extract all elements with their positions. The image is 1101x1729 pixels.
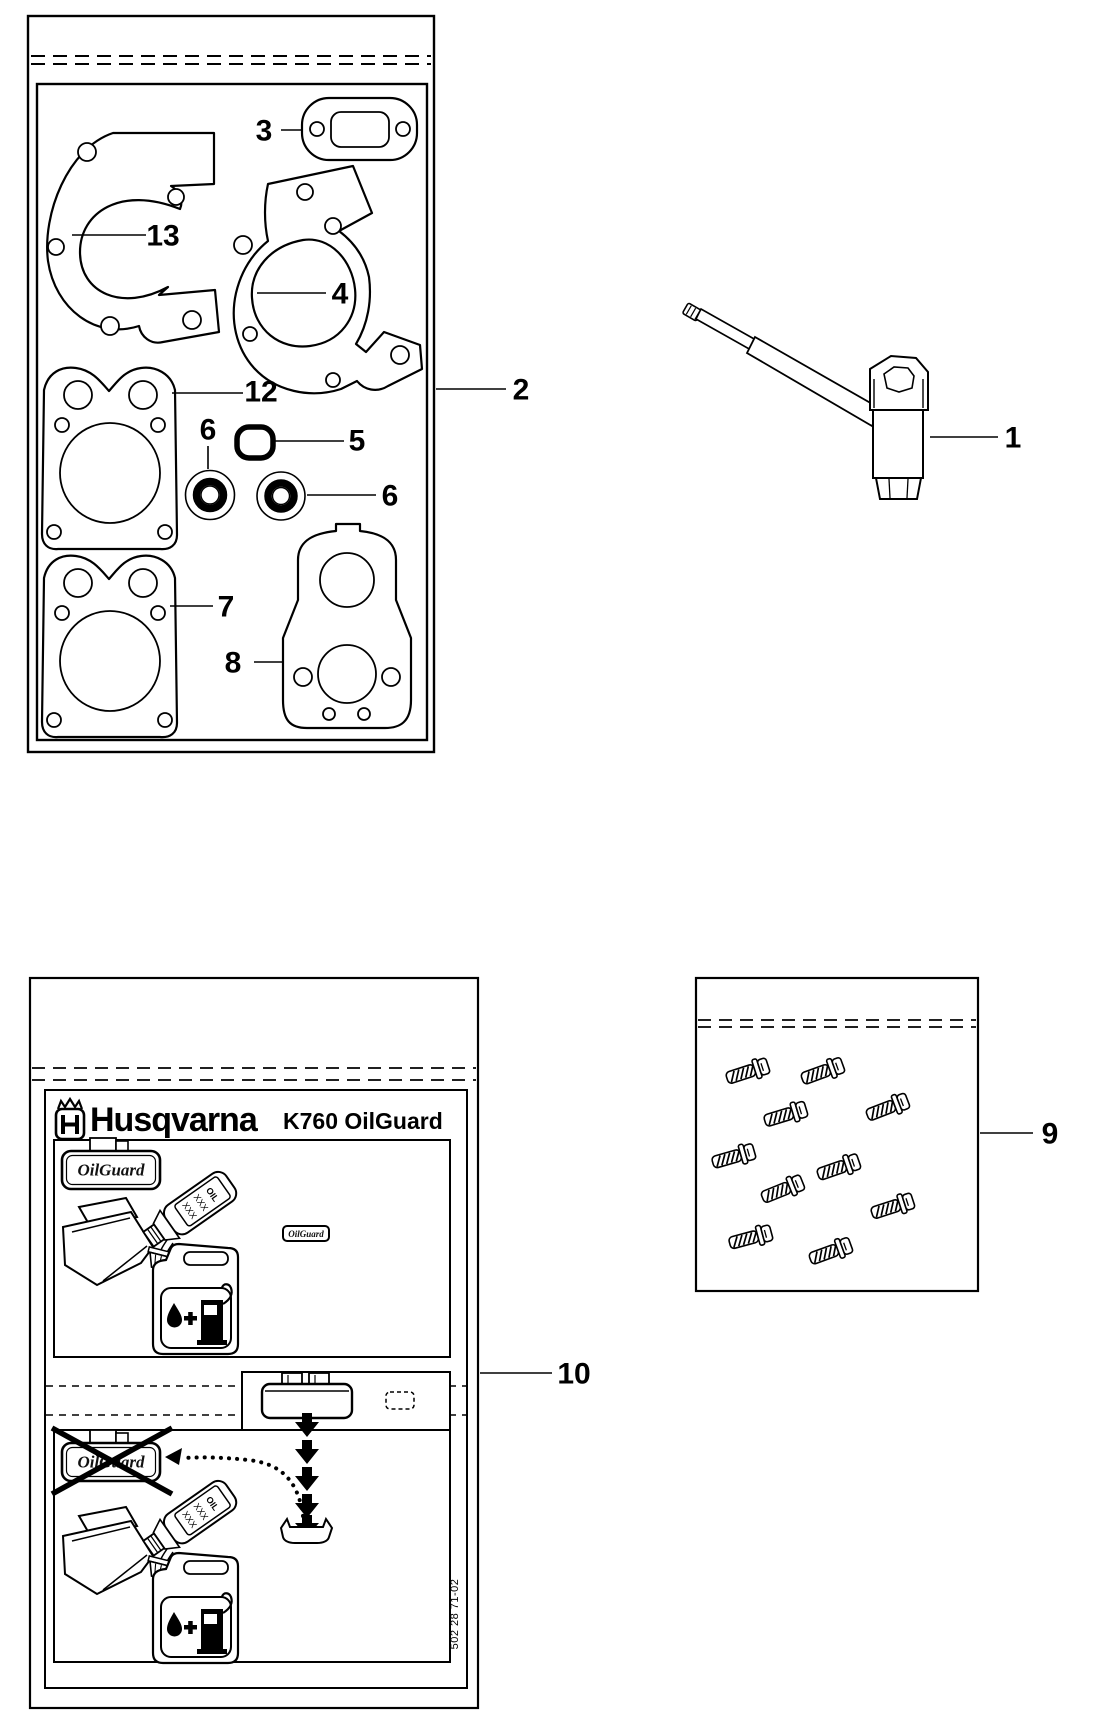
callout-3-label: 3 (256, 115, 273, 148)
callout-6-right: 6 (307, 480, 398, 513)
callout-6-left-label: 6 (200, 414, 217, 447)
oilguard-tank-label: OilGuard (60, 1137, 162, 1191)
gasket-kit-bag: 3 13 4 12 5 6 6 7 (26, 14, 436, 754)
bag-seal-dashes (698, 1019, 976, 1028)
callout-2-label: 2 (513, 374, 530, 407)
screw (814, 1150, 863, 1186)
husqvarna-logo (54, 1096, 86, 1141)
socket-head (869, 354, 929, 500)
callout-6-left: 6 (200, 414, 217, 469)
instruction-sheet (44, 1089, 468, 1689)
screw (726, 1221, 775, 1254)
socket-wrench (682, 302, 929, 500)
callout-1-label: 1 (1005, 422, 1022, 455)
callout-9-label: 9 (1042, 1118, 1059, 1151)
kit-inner-frame (35, 82, 429, 742)
oilguard-small-label: OilGuard (282, 1225, 330, 1242)
pour-scene-bottom (61, 1475, 242, 1665)
screw (797, 1054, 847, 1090)
callout-4-label: 4 (332, 278, 349, 311)
oil-seal-left (184, 469, 236, 521)
carburetor-gasket (281, 522, 413, 730)
cylinder-gasket-lower (40, 554, 179, 739)
callout-13: 13 (72, 220, 180, 253)
callout-12: 12 (172, 376, 278, 409)
sheet-header: Husqvarna K760 OilGuard (54, 1096, 443, 1141)
crankcase-gasket-right (232, 164, 424, 395)
screw-bag (694, 976, 980, 1293)
callout-5: 5 (275, 425, 365, 458)
callout-7: 7 (170, 591, 234, 624)
cross-out-x (50, 1425, 174, 1497)
crossed-oilguard-label: OilGuard (50, 1425, 174, 1497)
down-arrows (295, 1413, 319, 1537)
sheet-part-number: 502 28 71-02 (449, 1579, 461, 1650)
oilguard-package: Husqvarna K760 OilGuard OilGuard OilGuar… (28, 976, 480, 1710)
seal-ring-small (234, 424, 276, 461)
brand-wordmark: Husqvarna (90, 1101, 259, 1139)
dashed-slot (385, 1391, 415, 1410)
panel-bottom (53, 1429, 451, 1663)
oilguard-small-label-text: OilGuard (288, 1229, 324, 1239)
callout-10: 10 (480, 1358, 591, 1391)
callout-3: 3 (256, 115, 302, 148)
muffler-gasket (300, 96, 419, 162)
bag-outline (694, 976, 980, 1293)
callout-2: 2 (436, 374, 529, 407)
callout-13-label: 13 (146, 220, 179, 253)
arrowhead (165, 1448, 182, 1465)
bag-outline (26, 14, 436, 754)
oilguard-tank (260, 1372, 354, 1420)
bag-outline (28, 976, 480, 1710)
shaft-thick (745, 335, 883, 428)
callout-8: 8 (225, 647, 283, 680)
drip-tray (279, 1516, 334, 1544)
pour-scene-top (61, 1166, 242, 1356)
screw (761, 1098, 810, 1132)
tank-box (241, 1371, 451, 1431)
screw (805, 1234, 855, 1270)
oilguard-tank-label-text: OilGuard (77, 1161, 145, 1180)
callout-12-label: 12 (244, 376, 277, 409)
screw (757, 1171, 807, 1208)
bag-seal-dashes (32, 1067, 476, 1081)
callout-7-label: 7 (218, 591, 235, 624)
panel-top (53, 1139, 451, 1358)
callout-10-label: 10 (557, 1358, 590, 1391)
callout-9: 9 (980, 1118, 1058, 1151)
screw (723, 1054, 772, 1089)
dotted-return-arrow (165, 1448, 305, 1518)
screw (709, 1140, 758, 1174)
callout-8-label: 8 (225, 647, 242, 680)
screws (709, 1054, 917, 1270)
screw (868, 1189, 917, 1224)
screw (862, 1089, 912, 1126)
crankcase-gasket-left (46, 131, 221, 344)
callout-4: 4 (257, 278, 349, 311)
callout-5-label: 5 (349, 425, 366, 458)
cylinder-gasket-upper (40, 366, 179, 551)
model-title: K760 OilGuard (283, 1108, 443, 1134)
oil-seal-right (256, 471, 306, 521)
callout-1: 1 (930, 422, 1021, 455)
callout-6-right-label: 6 (382, 480, 399, 513)
shaft-thin (694, 307, 758, 352)
bag-seal-dashes (31, 55, 431, 65)
